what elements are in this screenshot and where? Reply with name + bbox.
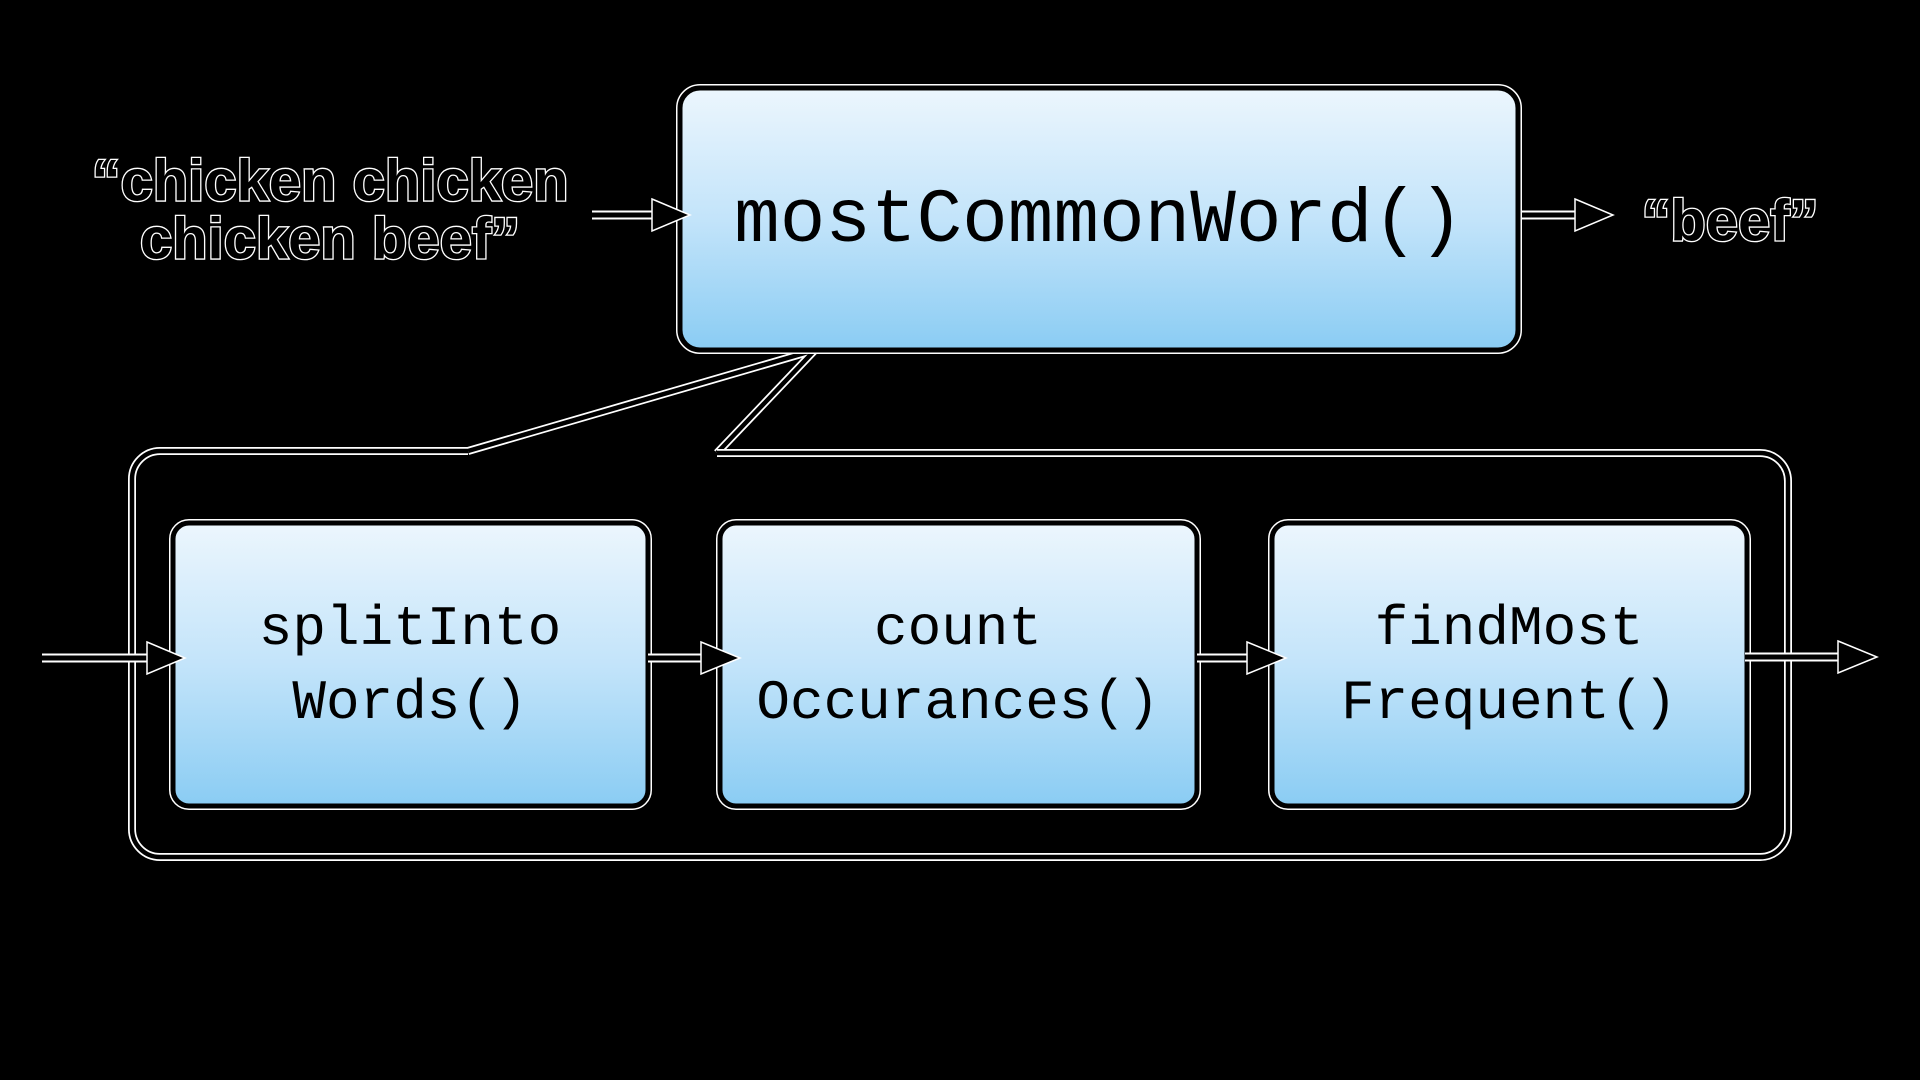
- pipeline-exit-arrow: [1745, 639, 1879, 675]
- pipeline-entry-arrow: [42, 640, 187, 676]
- input-arrow: [592, 197, 692, 233]
- subfunction-box2-label-line2: Occurances(): [756, 671, 1159, 735]
- subfunction-box1-label-line2: Words(): [292, 671, 527, 735]
- subfunctions-container: [128, 447, 1792, 861]
- subfunction-box2-face: [717, 520, 1200, 809]
- arrow-count-to-find: [1197, 640, 1288, 676]
- subfunction-box3-label-line2: Frequent(): [1341, 671, 1677, 735]
- input-string-label: “chicken chicken chicken beef”: [90, 147, 570, 273]
- subfunction-box3-face: [1269, 520, 1750, 809]
- output-arrow: [1522, 197, 1615, 233]
- subfunction-box3-label-line1: findMost: [1375, 597, 1644, 661]
- main-function-label: mostCommonWord(): [734, 178, 1464, 264]
- output-string-label: “beef”: [1641, 189, 1818, 254]
- subfunction-box1-face: [170, 520, 651, 809]
- subfunction-box2-label-line1: count: [874, 597, 1042, 661]
- main-function-box: mostCommonWord(): [676, 84, 1522, 354]
- input-string-line1: “chicken chicken: [91, 149, 568, 214]
- subfunction-box-split-into-words: splitInto Words(): [169, 519, 652, 810]
- input-string-line2: chicken beef”: [140, 207, 520, 272]
- arrow-split-to-count: [648, 640, 742, 676]
- subfunction-box-count-occurances: count Occurances(): [716, 519, 1201, 810]
- zoom-callout-lines: [466, 346, 818, 456]
- subfunction-box-find-most-frequent: findMost Frequent(): [1268, 519, 1751, 810]
- subfunction-box1-label-line1: splitInto: [259, 597, 561, 661]
